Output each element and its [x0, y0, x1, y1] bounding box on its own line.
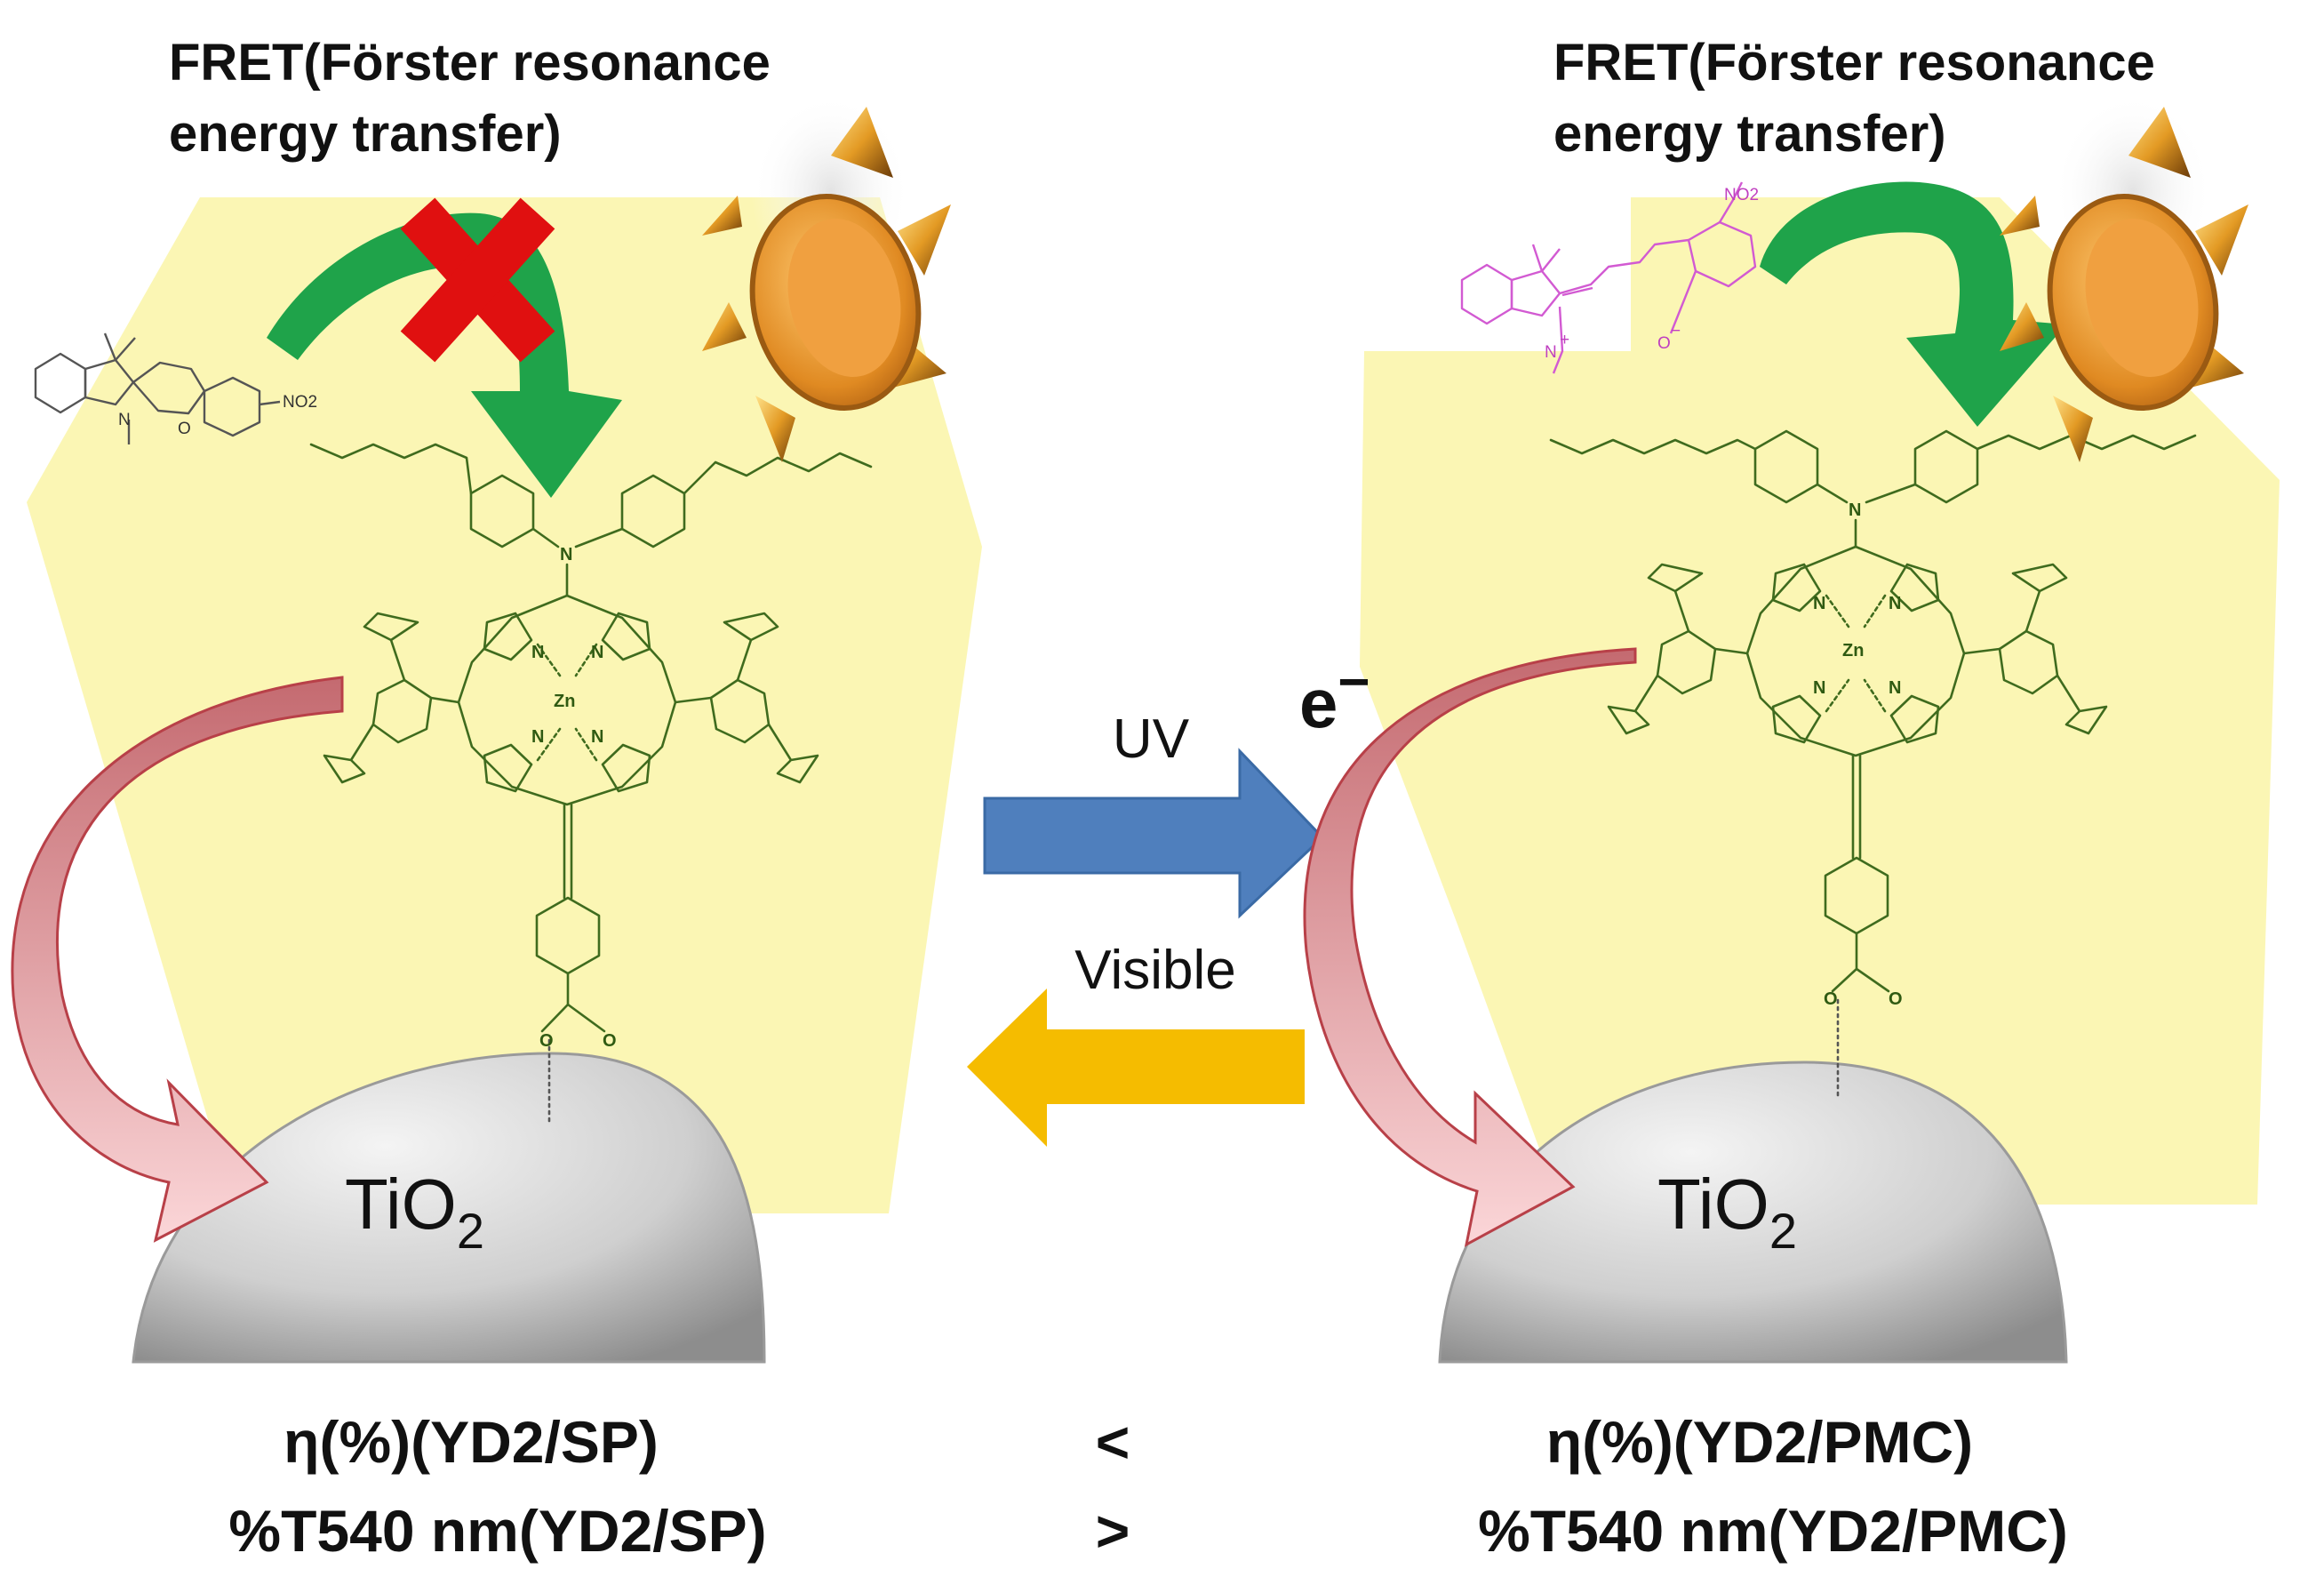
- pmc-phenoxide-o: O: [1657, 334, 1671, 353]
- right-zinc-atom: Zn: [1842, 641, 1864, 660]
- left-pyrrole-n2: N: [591, 643, 603, 662]
- uv-label: UV: [1113, 708, 1190, 770]
- left-dye-region: [27, 197, 982, 1213]
- transmittance-comparison: >: [1096, 1498, 1130, 1564]
- right-ester-o: O: [1824, 989, 1838, 1009]
- right-merocyanine-structure: [1460, 181, 1757, 374]
- electron-label: e−: [1299, 652, 1370, 742]
- left-pyrrole-n4: N: [591, 727, 603, 747]
- left-panel: TiO2: [11, 34, 982, 1564]
- pmc-nitrogen-charge: +: [1560, 331, 1569, 349]
- left-fret-arrow: [267, 212, 622, 498]
- efficiency-comparison: <: [1096, 1409, 1130, 1475]
- sp-nitro-group: NO2: [283, 393, 317, 412]
- left-pyrrole-n3: N: [531, 727, 544, 747]
- uv-arrow: [983, 748, 1325, 919]
- right-carbonyl-o: O: [1889, 989, 1903, 1009]
- left-injection-arrow: [11, 676, 344, 1243]
- right-porphyrin-structure: [1549, 429, 2197, 1100]
- left-fret-blocked-cross-icon: [400, 197, 555, 363]
- right-merocyanine-labels: NO2 N + O −: [1545, 186, 1759, 362]
- right-transmittance-label: %T540 nm(YD2/PMC): [1478, 1498, 2068, 1564]
- left-ester-o: O: [539, 1031, 554, 1051]
- right-injection-arrow: [1303, 647, 1637, 1247]
- sp-nitrogen: N: [118, 411, 131, 429]
- right-amine-n: N: [1849, 500, 1861, 520]
- visible-label: Visible: [1074, 940, 1236, 1001]
- pmc-nitro-group: NO2: [1724, 186, 1759, 204]
- right-pyrrole-n2: N: [1889, 594, 1901, 613]
- pmc-phenoxide-charge: −: [1671, 322, 1681, 340]
- left-zinc-atom: Zn: [554, 692, 575, 711]
- right-pyrrole-n4: N: [1889, 678, 1901, 698]
- right-sun-icon: [2000, 93, 2248, 462]
- left-porphyrin-atom-labels: N N N N N Zn O O: [531, 545, 617, 1051]
- left-spiropyran-labels: N O NO2: [118, 393, 317, 438]
- sp-oxygen: O: [178, 420, 191, 438]
- pmc-nitrogen: N: [1545, 343, 1557, 362]
- right-panel: TiO2: [1299, 34, 2280, 1564]
- right-porphyrin-atom-labels: N N N N N Zn O O: [1813, 500, 1903, 1009]
- right-pyrrole-n1: N: [1813, 594, 1825, 613]
- left-amine-n: N: [560, 545, 572, 564]
- right-tio2-label: TiO2: [1657, 1165, 1797, 1259]
- left-efficiency-label: η(%)(YD2/SP): [284, 1409, 659, 1475]
- left-tio2-label: TiO2: [345, 1165, 484, 1259]
- right-pyrrole-n3: N: [1813, 678, 1825, 698]
- center-switching: UV Visible < >: [967, 708, 1325, 1564]
- left-pyrrole-n1: N: [531, 643, 544, 662]
- left-fret-label: FRET(Förster resonance energy transfer): [169, 34, 785, 163]
- right-efficiency-label: η(%)(YD2/PMC): [1546, 1409, 1973, 1475]
- visible-arrow: [967, 989, 1305, 1147]
- right-fret-arrow: [1760, 181, 2066, 427]
- left-transmittance-label: %T540 nm(YD2/SP): [228, 1498, 766, 1564]
- right-fret-label: FRET(Förster resonance energy transfer): [1553, 34, 2169, 163]
- left-spiropyran-structure: [34, 332, 281, 444]
- left-sun-icon: [702, 93, 951, 462]
- left-carbonyl-o: O: [603, 1031, 617, 1051]
- left-porphyrin-structure: [309, 443, 873, 1126]
